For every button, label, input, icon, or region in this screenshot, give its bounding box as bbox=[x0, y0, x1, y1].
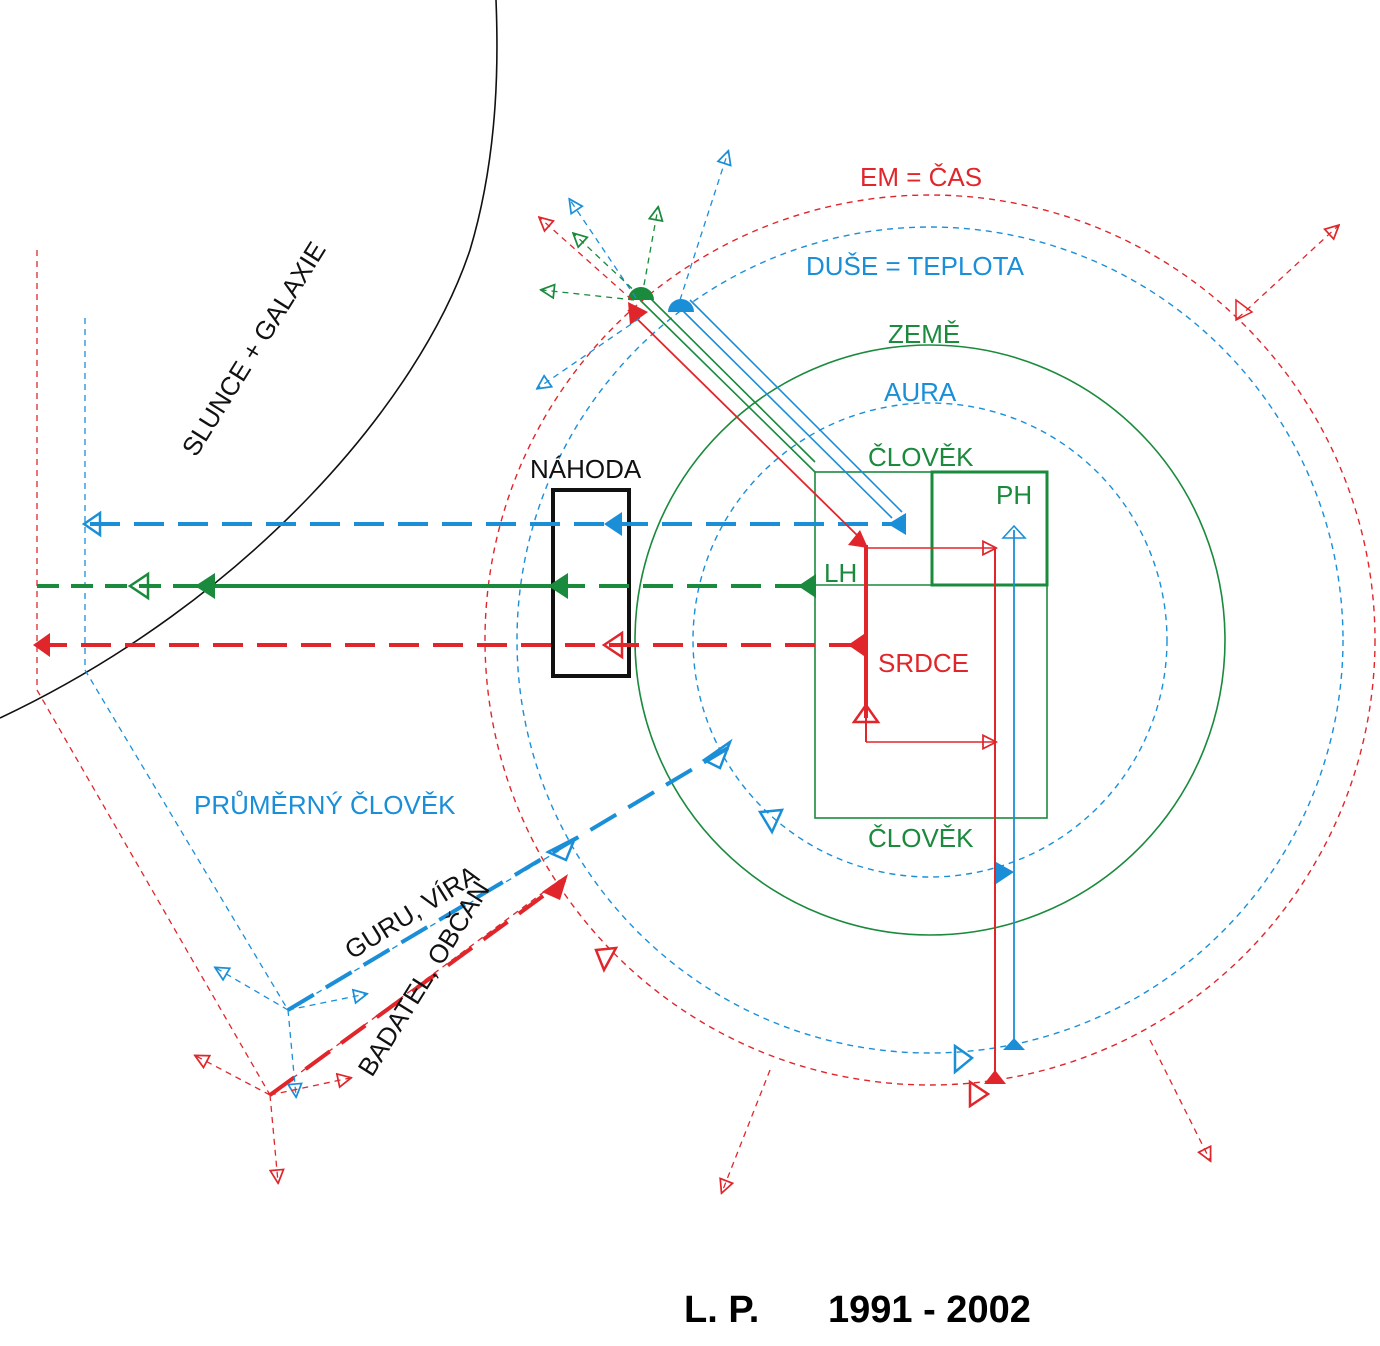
label-em-cas: EM = ČAS bbox=[860, 162, 982, 192]
red-diagonal-arrow bbox=[848, 530, 868, 548]
red-arrow-left-1 bbox=[33, 633, 50, 657]
aura-arrow-2 bbox=[757, 808, 785, 835]
red-diag-arrow bbox=[542, 874, 568, 900]
footer-years: 1991 - 2002 bbox=[828, 1289, 1031, 1331]
label-aura: AURA bbox=[884, 377, 957, 407]
top-burst-blue-3 bbox=[538, 317, 641, 388]
green-arrow-left-1 bbox=[127, 571, 150, 601]
srdce-mid-arrow bbox=[854, 632, 866, 658]
red-top-arrow bbox=[628, 302, 648, 325]
aura-arrow-3 bbox=[996, 862, 1014, 884]
lower-burst-red-1 bbox=[196, 1056, 271, 1096]
duse-arrow-1 bbox=[953, 1043, 975, 1075]
top-burst-green-1 bbox=[574, 234, 641, 297]
label-prumerny-clovek: PRŮMĚRNÝ ČLOVĚK bbox=[194, 789, 456, 820]
sun-galaxy-arc bbox=[0, 0, 498, 719]
red-thick-diagonal bbox=[268, 878, 567, 1097]
blue-arrow-left-2 bbox=[604, 512, 622, 536]
zeme-circle bbox=[634, 344, 1226, 936]
blue-bottom-arrow bbox=[1003, 1038, 1025, 1050]
blue-diagonal-a bbox=[679, 307, 893, 519]
label-clovek-top: ČLOVĚK bbox=[868, 442, 974, 472]
lower-burst-blue-2 bbox=[287, 994, 366, 1011]
top-burst-blue-1 bbox=[570, 200, 637, 299]
label-duse-teplota: DUŠE = TEPLOTA bbox=[806, 251, 1025, 281]
em-cas-circle bbox=[484, 194, 1376, 1086]
srdce-up-arrow bbox=[851, 702, 881, 724]
blue-node bbox=[668, 299, 694, 312]
blue-lower-path bbox=[84, 669, 561, 1011]
label-slunce-galaxie: SLUNCE + GALAXIE bbox=[176, 236, 332, 461]
top-burst-red-1 bbox=[540, 218, 633, 301]
radial-red-ne bbox=[1237, 226, 1338, 319]
blue-arrow-left-3 bbox=[888, 513, 906, 535]
lower-burst-red-3 bbox=[270, 1094, 278, 1182]
label-clovek-bottom: ČLOVĚK bbox=[868, 823, 974, 853]
label-nahoda: NÁHODA bbox=[530, 454, 642, 484]
green-diagonal-b bbox=[649, 297, 816, 463]
aura-arrow-1 bbox=[701, 738, 733, 770]
red-arrow-left-2 bbox=[601, 630, 624, 660]
top-burst-blue-2 bbox=[679, 152, 728, 301]
em-arrow-1 bbox=[594, 946, 619, 973]
ph-box bbox=[930, 470, 1049, 587]
blue-arrow-left-1 bbox=[81, 510, 102, 538]
lower-burst-blue-1 bbox=[216, 968, 289, 1011]
blue-top-arrow bbox=[1001, 524, 1027, 539]
blue-diagonal-b bbox=[689, 299, 903, 513]
radial-red-se bbox=[1149, 1039, 1210, 1160]
blue-thick-diagonal bbox=[286, 746, 730, 1012]
top-burst-green-2 bbox=[641, 208, 658, 297]
green-arrow-left-2 bbox=[195, 573, 215, 599]
label-zeme: ZEMĚ bbox=[888, 319, 960, 349]
green-arrow-left-4 bbox=[798, 574, 816, 598]
lower-burst-blue-3 bbox=[288, 1009, 296, 1096]
aura-circle bbox=[692, 402, 1168, 878]
duse-teplota-circle bbox=[516, 226, 1344, 1054]
radial-red-ne-base bbox=[1235, 298, 1254, 322]
green-arrow-left-3 bbox=[548, 573, 568, 599]
label-lh: LH bbox=[824, 558, 857, 588]
top-burst-green-3 bbox=[542, 290, 635, 301]
green-diagonal-a bbox=[639, 299, 816, 473]
radial-red-s bbox=[722, 1069, 771, 1192]
label-srdce: SRDCE bbox=[878, 648, 969, 678]
label-ph: PH bbox=[996, 480, 1032, 510]
em-arrow-2 bbox=[968, 1079, 991, 1109]
lower-burst-red-2 bbox=[269, 1078, 350, 1096]
red-diagonal bbox=[627, 309, 863, 541]
blue-diag-arrow bbox=[545, 835, 578, 862]
footer-author: L. P. bbox=[684, 1289, 759, 1331]
green-node bbox=[628, 287, 654, 300]
red-bottom-arrow bbox=[984, 1070, 1006, 1084]
